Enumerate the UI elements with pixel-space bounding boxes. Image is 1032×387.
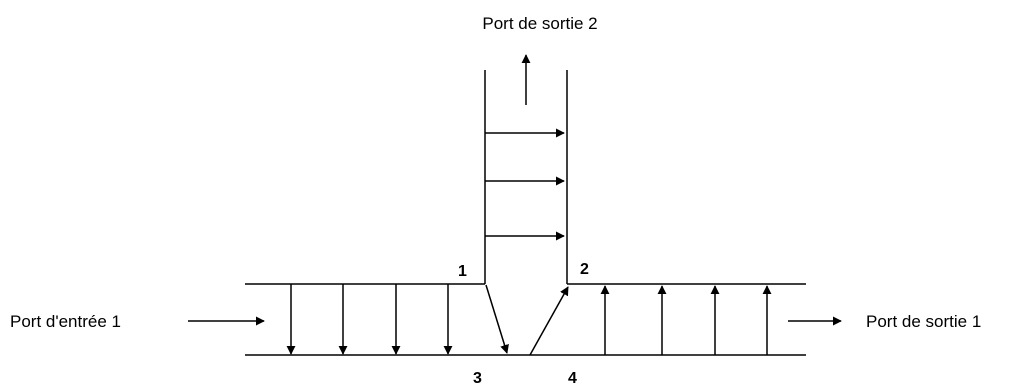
channel-walls <box>245 70 806 356</box>
corner-label-4: 4 <box>568 370 577 387</box>
corner-label-1: 1 <box>458 263 467 280</box>
vertical-channel-arrows <box>485 128 565 241</box>
diagonal-arrow-1-to-3 <box>485 284 509 354</box>
input-port-1-label: Port d'entrée 1 <box>10 312 121 331</box>
corner-label-3: 3 <box>473 370 482 387</box>
corner-label-2: 2 <box>580 261 589 278</box>
left-channel-down-arrows <box>286 284 453 355</box>
junction-diagonal-arrows <box>485 284 569 356</box>
diagonal-arrow-4-to-2 <box>529 286 569 356</box>
port-arrows <box>188 54 842 326</box>
right-channel-up-arrows <box>600 285 772 355</box>
output-port-2-label: Port de sortie 2 <box>482 14 597 33</box>
output-port-1-label: Port de sortie 1 <box>866 312 981 331</box>
